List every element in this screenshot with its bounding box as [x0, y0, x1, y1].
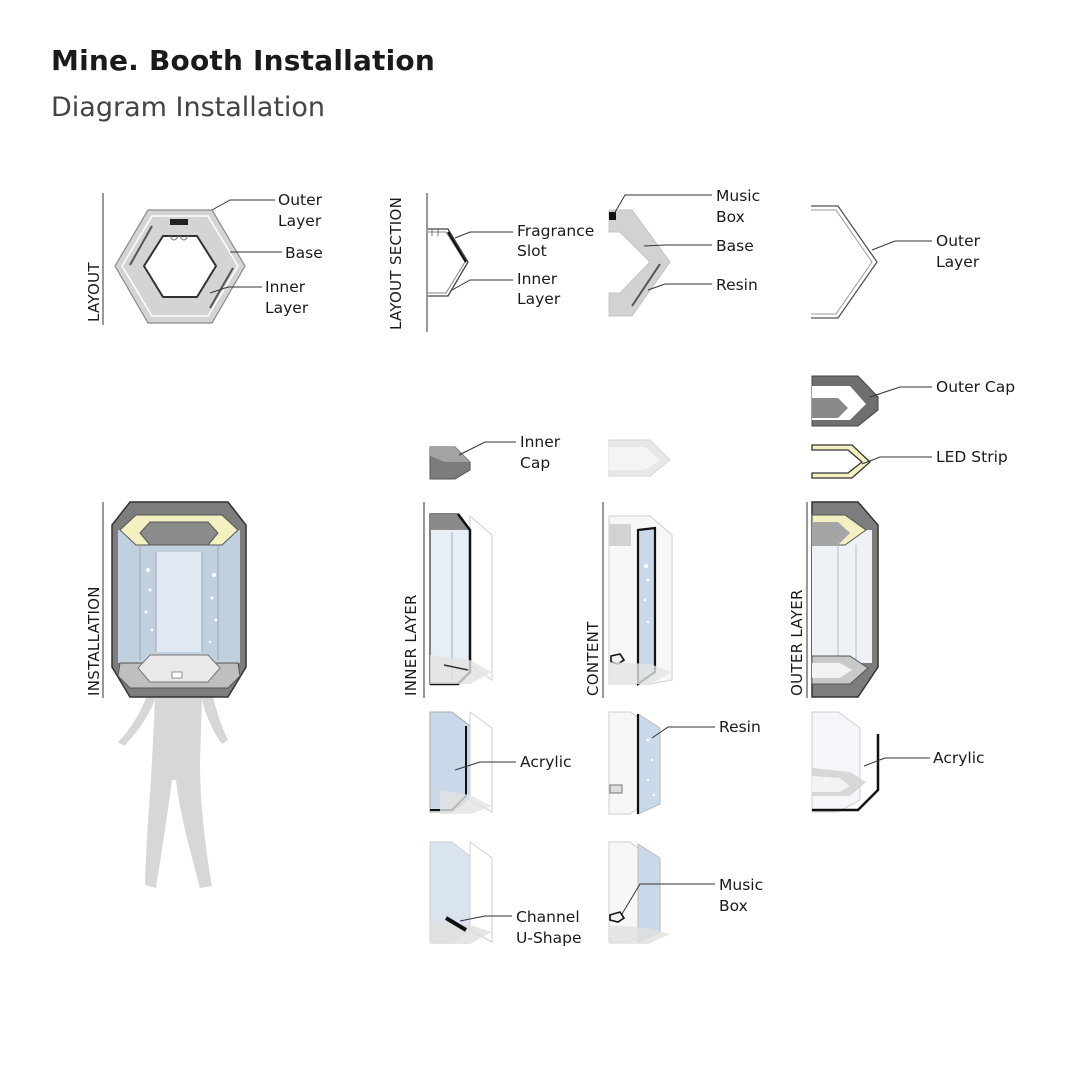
content-music-box: [610, 653, 626, 665]
outer-layer-base-inner: [812, 663, 852, 678]
label-channel: Channel: [516, 908, 580, 926]
led-strip: [811, 444, 871, 479]
label-acrylic-outer: Acrylic: [933, 749, 985, 767]
booth-inner-panel: [156, 552, 202, 652]
channel-ghost: [469, 841, 493, 943]
label-fragrance-2: Slot: [517, 242, 547, 260]
layout-inner-layer: [142, 235, 218, 298]
content-column: CONTENT Resin Music Box: [584, 502, 763, 944]
content-cap-ghost: [609, 524, 631, 546]
outer-layer-column: OUTER LAYER Acrylic: [788, 501, 985, 813]
layout-fragrance-slot: [169, 235, 189, 241]
content-speckles: [643, 564, 650, 624]
label-layout-inner-2: Layer: [265, 299, 309, 317]
label-led-strip: LED Strip: [936, 448, 1008, 466]
booth-top-cap: [139, 521, 219, 546]
section-music-box: [609, 212, 616, 220]
label-acrylic-inner: Acrylic: [520, 753, 572, 771]
music-box-detail: [609, 911, 626, 923]
label-layout-outer-2: Layer: [278, 212, 322, 230]
section-label-outer-layer: OUTER LAYER: [788, 589, 806, 696]
music-floor: [609, 925, 670, 944]
channel-u-shape: [444, 916, 468, 932]
label-channel-2: U-Shape: [516, 929, 581, 947]
outer-acrylic-base-inner: [812, 776, 850, 792]
label-outer-cap: Outer Cap: [936, 378, 1015, 396]
section-label-layout-section: LAYOUT SECTION: [387, 197, 405, 330]
resin-panel: [637, 713, 661, 815]
section-label-inner-layer: INNER LAYER: [402, 594, 420, 696]
label-music-content: Music: [719, 876, 763, 894]
layout-music-box: [170, 219, 188, 225]
section-label-layout: LAYOUT: [85, 262, 103, 322]
label-section-inner-2: Layer: [517, 290, 561, 308]
channel-floor: [430, 920, 492, 944]
resin-speckles: [646, 738, 656, 797]
outer-layer-cap: [812, 522, 850, 545]
label-layout-outer: Outer: [278, 191, 323, 209]
inner-cap-top: [430, 447, 470, 462]
outer-acrylic-ghost: [811, 711, 861, 813]
content-floor: [609, 662, 672, 684]
page-subtitle: Diagram Installation: [51, 92, 326, 123]
layout-plan: LAYOUT Outer Layer Base Inner Layer: [85, 191, 323, 325]
label-fragrance: Fragrance: [517, 222, 594, 240]
section-fragrance-line: [447, 231, 467, 263]
resin-music-box: [609, 784, 623, 794]
layout-outer-layer: [121, 215, 239, 317]
booth-base-inner: [137, 654, 221, 683]
inner-acrylic-floor: [440, 790, 492, 814]
label-inner-cap-2: Cap: [520, 454, 550, 472]
page-title: Mine. Booth Installation: [51, 44, 435, 77]
section-inner-layer: [428, 228, 469, 297]
section-inner-layer-2: [428, 231, 466, 294]
section-outer-layer: [811, 205, 878, 319]
section-label-installation: INSTALLATION: [85, 586, 103, 696]
label-section-music-2: Box: [716, 208, 745, 226]
section-label-content: CONTENT: [584, 621, 602, 696]
content-resin-panel: [636, 526, 657, 687]
outer-cap-core: [812, 398, 848, 418]
label-section-music: Music: [716, 187, 760, 205]
section-outer-layer-2: [811, 209, 873, 315]
layout-section: LAYOUT SECTION Fragrance Slot Inner Laye…: [387, 187, 981, 332]
label-section-resin: Resin: [716, 276, 758, 294]
label-inner-cap: Inner: [520, 433, 561, 451]
music-resin-panel: [637, 843, 661, 943]
inner-layer-channel: [443, 664, 469, 671]
layout-resin-right: [209, 267, 234, 309]
label-section-base: Base: [716, 237, 754, 255]
label-layout-inner: Inner: [265, 278, 306, 296]
base-cap-faint-inner: [609, 447, 660, 470]
inner-layer-floor: [430, 655, 492, 684]
installation-booth: INSTALLATION: [85, 501, 247, 888]
label-section-inner: Inner: [517, 270, 558, 288]
section-base: [608, 209, 671, 317]
label-resin-content: Resin: [719, 718, 761, 736]
label-music-content-2: Box: [719, 897, 748, 915]
label-layout-base: Base: [285, 244, 323, 262]
inner-layer-column: INNER LAYER Acrylic Channel U-Shape: [402, 502, 581, 947]
label-section-outer: Outer: [936, 232, 981, 250]
inner-layer-ghost-back: [469, 514, 493, 681]
inner-acrylic-ghost: [469, 711, 493, 813]
layout-resin-left: [129, 225, 153, 266]
outer-layer-glass: [812, 530, 872, 663]
booth-music-box: [171, 671, 183, 679]
booth-resin-speckles: [144, 568, 218, 644]
caps-row: Outer Cap LED Strip Inner Cap: [429, 375, 1015, 480]
label-section-outer-2: Layer: [936, 253, 980, 271]
outer-acrylic-edge: [812, 734, 880, 812]
section-resin: [631, 263, 661, 307]
section-fragrance-slot: [431, 228, 439, 236]
